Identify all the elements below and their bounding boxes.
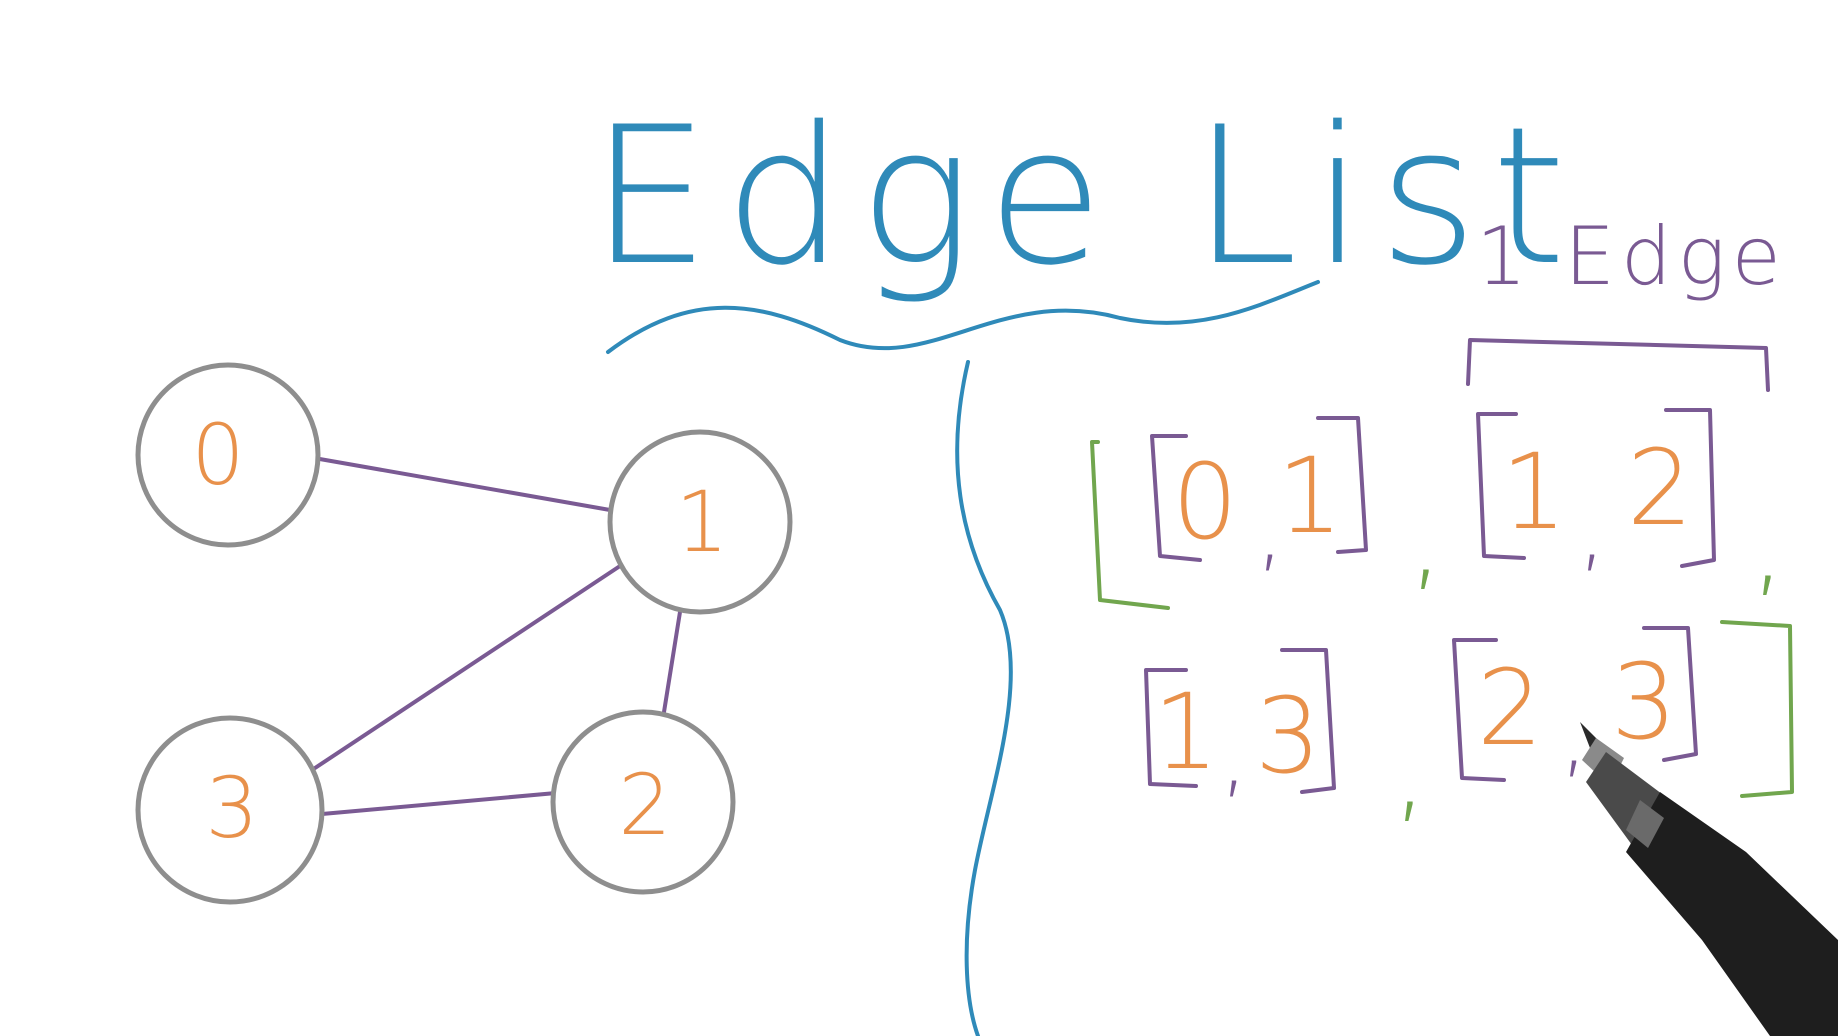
- one-edge-brace: [1466, 338, 1770, 392]
- bracket-right: [1664, 408, 1716, 568]
- node-1-circle: [607, 429, 793, 615]
- edge-value-b: 3: [1611, 641, 1677, 763]
- title-underline: [606, 280, 1320, 354]
- bracket-left: [1452, 638, 1506, 782]
- outer-bracket-right: [1720, 620, 1794, 798]
- edge-item-0-1: 0 , 1: [1150, 416, 1368, 582]
- edge-value-a: 1: [1153, 671, 1219, 793]
- edge-value-b: 1: [1277, 435, 1343, 557]
- edge-value-b: 3: [1255, 675, 1321, 797]
- edge-item-1-3: 1 , 3: [1144, 648, 1336, 808]
- bracket-right: [1316, 416, 1368, 554]
- bracket-left: [1144, 668, 1198, 788]
- node-2-circle: [550, 709, 736, 895]
- edge-item-2-3: 2 , 3: [1452, 626, 1698, 788]
- list-comma: ,: [1751, 480, 1786, 608]
- comma: ,: [1560, 683, 1589, 788]
- edge-value-b: 2: [1627, 427, 1693, 549]
- comma: ,: [1220, 703, 1249, 808]
- node-3-label: 3: [205, 759, 258, 857]
- graph-edge-0-1: [312, 456, 612, 512]
- edge-value-a: 1: [1501, 431, 1567, 553]
- bracket-right: [1642, 626, 1698, 762]
- node-0-circle: [135, 362, 321, 548]
- edge-value-a: 0: [1172, 441, 1238, 563]
- outer-bracket-left: [1090, 440, 1170, 610]
- title: Edge List: [590, 86, 1580, 307]
- node-0-label: 0: [191, 406, 244, 504]
- pen-icon: [1580, 722, 1838, 1036]
- edge-value-a: 2: [1477, 647, 1543, 769]
- comma: ,: [1256, 477, 1285, 582]
- list-comma: ,: [1393, 706, 1428, 834]
- graph-nodes: [135, 362, 793, 905]
- bracket-right: [1280, 648, 1336, 794]
- node-2-label: 2: [618, 756, 671, 854]
- graph-edge-3-2: [320, 791, 558, 816]
- bracket-left: [1476, 412, 1526, 560]
- bracket-left: [1150, 434, 1202, 562]
- comma: ,: [1578, 477, 1607, 582]
- divider-line: [955, 360, 1013, 1036]
- edge-item-1-2: 1 , 2: [1476, 408, 1716, 582]
- node-1-label: 1: [675, 473, 728, 571]
- node-3-circle: [135, 715, 325, 905]
- graph-edge-1-3: [310, 564, 622, 772]
- graph-edge-1-2: [662, 610, 682, 714]
- list-comma: ,: [1409, 474, 1444, 602]
- brace-label: 1 Edge: [1476, 210, 1787, 303]
- graph-edges: [310, 456, 682, 816]
